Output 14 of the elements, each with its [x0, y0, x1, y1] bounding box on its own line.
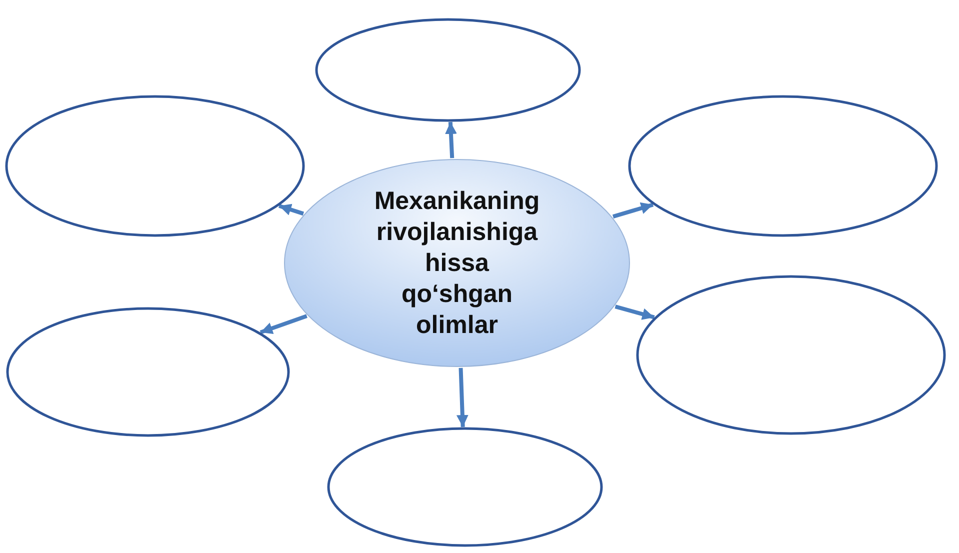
- empty-ellipse: [6, 307, 290, 437]
- empty-ellipse: [636, 275, 946, 435]
- arrow: [614, 304, 655, 320]
- arrow: [456, 368, 468, 428]
- topic-ellipse: [283, 158, 631, 368]
- empty-ellipse: [315, 18, 581, 122]
- arrow: [278, 204, 304, 216]
- empty-ellipse: [628, 95, 938, 237]
- empty-ellipse: [5, 95, 305, 237]
- arrow: [612, 202, 654, 218]
- empty-ellipse: [327, 427, 603, 547]
- arrow: [260, 314, 308, 334]
- arrow: [445, 122, 457, 158]
- node-text: Mexanikaning rivojlanishiga hissa qo‘shgan olimlar: [374, 186, 540, 340]
